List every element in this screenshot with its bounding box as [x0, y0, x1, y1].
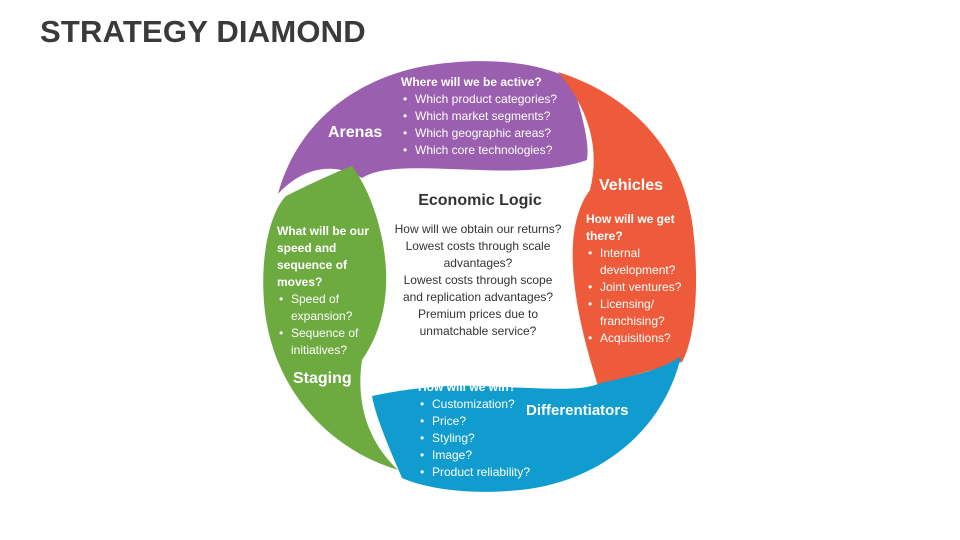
staging-label: Staging — [293, 370, 352, 387]
list-item: Price? — [418, 413, 558, 430]
arenas-list: Which product categories? Which market s… — [401, 91, 581, 159]
economic-logic-body: How will we obtain our returns? Lowest c… — [393, 221, 563, 340]
economic-logic-line: Lowest costs through scale advantages? — [405, 239, 551, 270]
differentiators-box: How will we win? Customization? Price? S… — [418, 379, 558, 481]
list-item: Speed of expansion? — [277, 291, 369, 325]
staging-list: Speed of expansion? Sequence of initiati… — [277, 291, 369, 359]
arenas-box: Where will we be active? Which product c… — [401, 74, 581, 159]
list-item: Which product categories? — [401, 91, 581, 108]
vehicles-label: Vehicles — [599, 177, 664, 194]
arenas-question: Where will we be active? — [401, 75, 542, 89]
economic-logic-line: Premium prices due to unmatchable servic… — [417, 307, 539, 338]
economic-logic-title: Economic Logic — [418, 192, 542, 209]
list-item: Styling? — [418, 430, 558, 447]
differentiators-label: Differentiators — [526, 402, 629, 419]
staging-question: What will be our speed and sequence of m… — [277, 224, 369, 289]
differentiators-question: How will we win? — [418, 380, 517, 394]
list-item: Internal development? — [586, 245, 690, 279]
list-item: Which core technologies? — [401, 142, 581, 159]
list-item: Customization? — [418, 396, 558, 413]
vehicles-box: How will we get there? Internal developm… — [586, 211, 690, 347]
economic-logic-line: How will we obtain our returns? — [394, 222, 562, 236]
vehicles-list: Internal development? Joint ventures? Li… — [586, 245, 690, 347]
economic-logic-line: Lowest costs through scope and replicati… — [402, 273, 554, 304]
differentiators-list: Customization? Price? Styling? Image? Pr… — [418, 396, 558, 481]
list-item: Licensing/ franchising? — [586, 296, 690, 330]
staging-box: What will be our speed and sequence of m… — [277, 223, 369, 359]
list-item: Which geographic areas? — [401, 125, 581, 142]
list-item: Image? — [418, 447, 558, 464]
list-item: Acquisitions? — [586, 330, 690, 347]
list-item: Sequence of initiatives? — [277, 325, 369, 359]
list-item: Product reliability? — [418, 464, 558, 481]
list-item: Joint ventures? — [586, 279, 690, 296]
arenas-label: Arenas — [328, 124, 383, 141]
vehicles-question: How will we get there? — [586, 212, 675, 243]
list-item: Which market segments? — [401, 108, 581, 125]
page-title: STRATEGY DIAMOND — [40, 14, 366, 49]
